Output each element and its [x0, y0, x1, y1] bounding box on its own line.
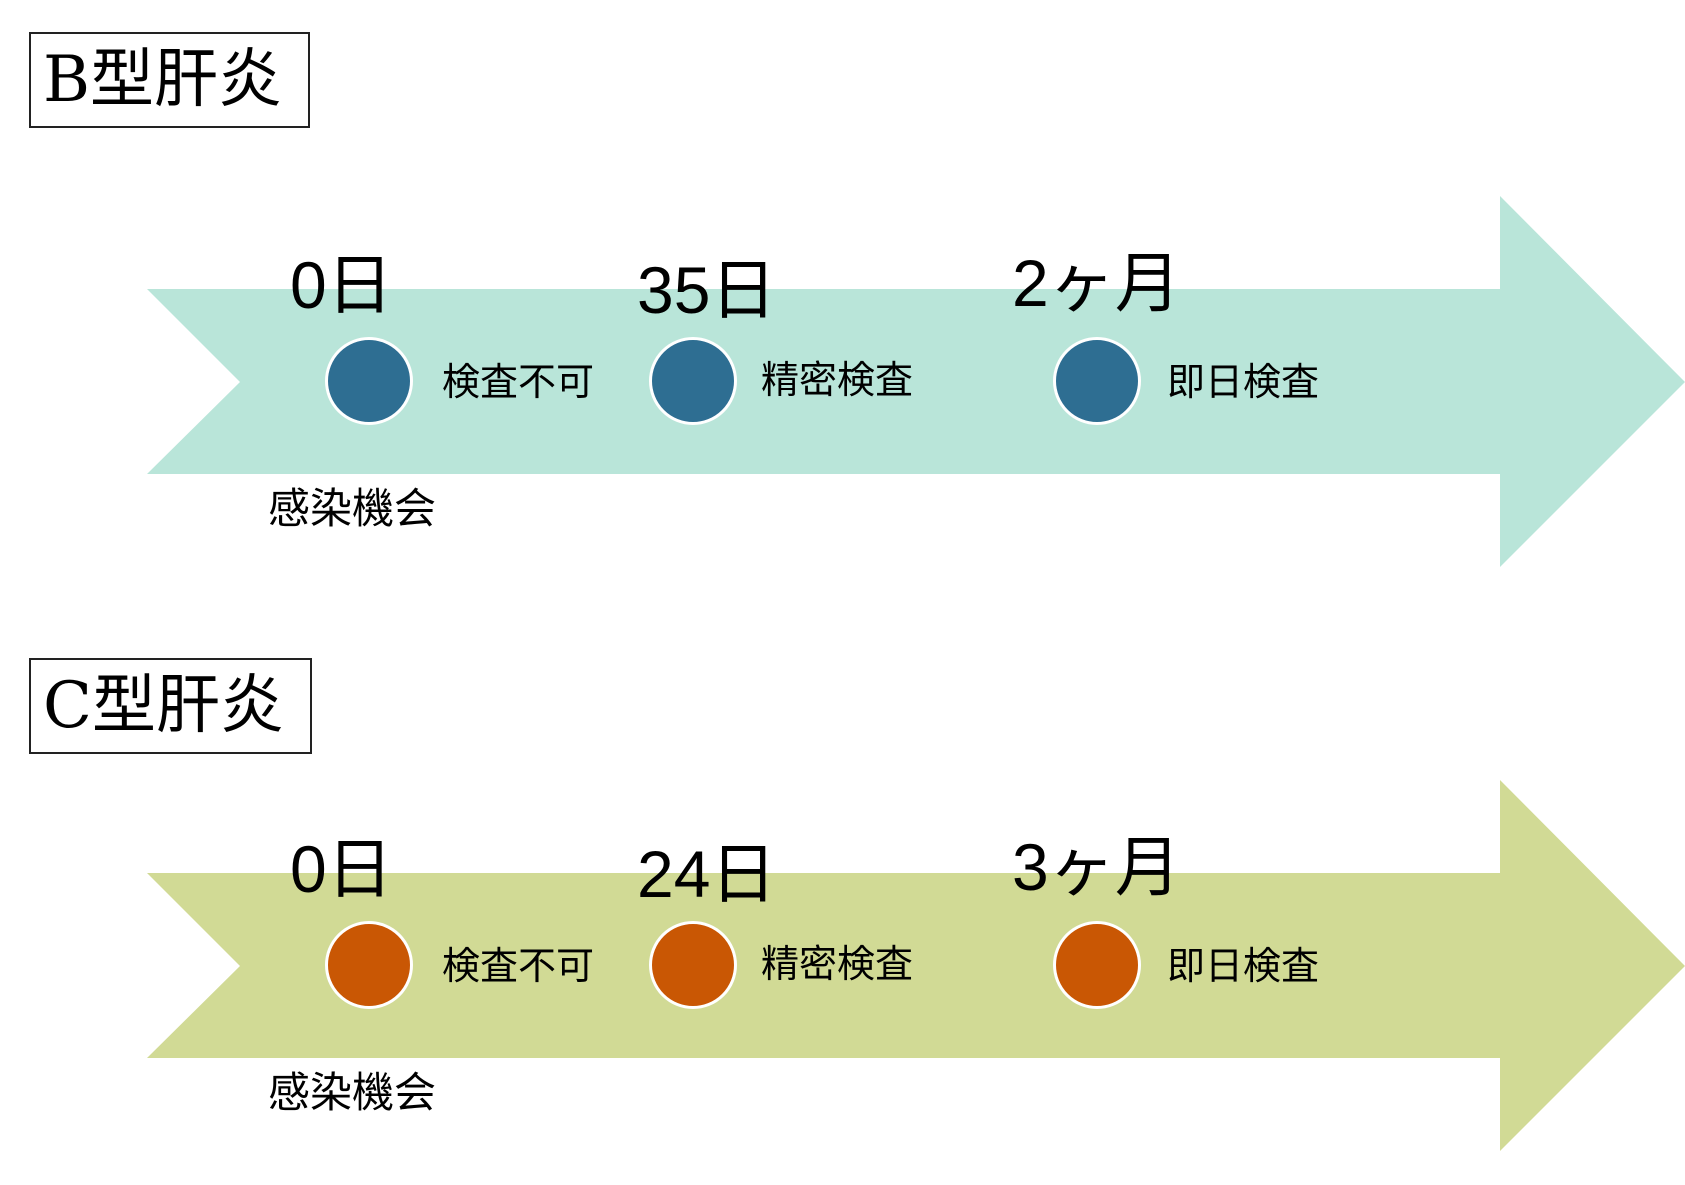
milestone-label: 即日検査: [1167, 360, 1320, 404]
milestone-dot: [649, 337, 737, 425]
timeline-arrow-shape: [147, 196, 1685, 567]
hepatitis-c-panel: C型肝炎 0日 24日 3ヶ月 検査不可 精密検査 即日検査 感染機会: [0, 584, 1685, 1164]
milestone-day: 0日: [290, 248, 393, 322]
hepatitis-b-panel: B型肝炎 0日 35日 2ヶ月 検査不可 精密検査 即日検査 感染機会: [0, 0, 1685, 580]
milestone-label: 検査不可: [442, 944, 595, 988]
milestone-day: 0日: [290, 832, 393, 906]
milestone-label: 即日検査: [1167, 944, 1320, 988]
infection-origin-label: 感染機会: [268, 484, 437, 533]
milestone-day: 2ヶ月: [1012, 246, 1181, 320]
timeline-arrow-shape: [147, 780, 1685, 1151]
timeline-arrow: [147, 780, 1685, 1151]
panel-title: C型肝炎: [29, 658, 312, 754]
milestone-dot: [325, 921, 413, 1009]
milestone-label: 精密検査: [761, 358, 914, 402]
milestone-dot: [1053, 921, 1141, 1009]
milestone-label: 検査不可: [442, 360, 595, 404]
milestone-day: 3ヶ月: [1012, 830, 1181, 904]
milestone-day: 24日: [637, 837, 777, 911]
milestone-label: 精密検査: [761, 942, 914, 986]
panel-title: B型肝炎: [29, 32, 311, 128]
milestone-dot: [1053, 337, 1141, 425]
milestone-dot: [325, 337, 413, 425]
milestone-dot: [649, 921, 737, 1009]
infection-origin-label: 感染機会: [268, 1068, 437, 1117]
timeline-arrow: [147, 196, 1685, 567]
milestone-day: 35日: [637, 253, 777, 327]
